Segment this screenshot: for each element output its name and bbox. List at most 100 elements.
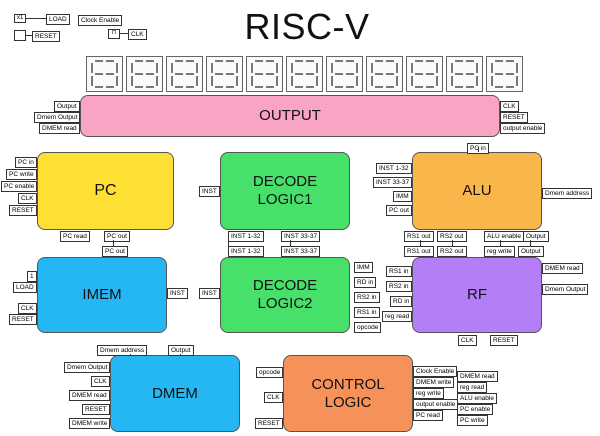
seven-segment-digit (86, 56, 123, 92)
pc-block-title: PC (94, 182, 117, 199)
decode2-port-r1: RD in (354, 277, 377, 288)
rf-port-l3: reg read (382, 311, 413, 322)
wire (478, 147, 479, 152)
alu-port-dmem-address: Dmem address (542, 188, 593, 199)
clock-enable-label: Clock Enable (78, 15, 123, 26)
pc-port-4: RESET (9, 205, 37, 216)
output-port-0: Output (54, 101, 80, 112)
output-block-title: OUTPUT (259, 107, 321, 124)
wire (120, 33, 128, 34)
rf-port-dmem-output: Dmem Output (542, 284, 589, 295)
imem-block-title: IMEM (82, 286, 122, 303)
output-port-1: Dmem Output (34, 112, 81, 123)
control-port-o1: reg read (457, 382, 488, 393)
control-port-o4: PC write (457, 415, 488, 426)
rf-port-l1: RS2 in (386, 281, 412, 292)
alu-block-title: ALU (462, 182, 492, 199)
control-port-r4: PC read (413, 410, 443, 421)
alu-port-rs1: RS1 out (404, 231, 434, 242)
control-port-r3: output enable (413, 399, 459, 410)
imem-port-2: CLK (18, 303, 37, 314)
seven-segment-digit (446, 56, 483, 92)
pc-port-0: PC in (15, 157, 37, 168)
control-port-o2: ALU enable (457, 393, 497, 404)
dmem-port-l0: Dmem Output (64, 362, 111, 373)
dmem-block-title: DMEM (152, 384, 198, 402)
rf-port-clk: CLK (458, 335, 477, 346)
rf-port-reset: RESET (490, 335, 518, 346)
load-pin-label: LOAD (46, 14, 70, 25)
output-port-r0: CLK (500, 101, 519, 112)
control-port-o0: DMEM read (457, 371, 498, 382)
rf-port-rs2: RS2 out (437, 246, 467, 257)
imem-port-inst: INST (167, 288, 188, 299)
control-port-opcode: opcode (256, 367, 284, 378)
dmem-port-address: Dmem address (97, 345, 148, 356)
alu-port-pcin: PC in (467, 143, 489, 154)
alu-port-1: INST 33-37 (373, 177, 413, 188)
alu-port-2: IMM (393, 191, 412, 202)
wire (452, 240, 453, 246)
wire (290, 240, 291, 246)
rf-block-title: RF (467, 286, 487, 303)
alu-port-0: INST 1-32 (376, 163, 412, 174)
seven-segment-digit (406, 56, 443, 92)
decode2-port-inst: INST (199, 288, 220, 299)
alu-port-3: PC out (386, 205, 412, 216)
decode2-port-r3: RS1 in (354, 307, 380, 318)
control-port-r0: Clock Enable (413, 366, 458, 377)
page-title: RISC-V (244, 6, 370, 47)
wire (500, 240, 501, 246)
output-port-r1: RESET (500, 112, 528, 123)
wire (26, 18, 46, 19)
wire (180, 354, 181, 355)
dmem-port-l1: CLK (91, 376, 110, 387)
dmem-port-output: Output (168, 345, 194, 356)
seven-segment-digit (286, 56, 323, 92)
rf-port-rs1: RS1 out (404, 246, 434, 257)
wire (130, 354, 131, 355)
seven-segment-digit (246, 56, 283, 92)
pc-port-2: PC enable (1, 181, 38, 192)
seven-segment-digit (166, 56, 203, 92)
dmem-port-l4: DMEM write (69, 418, 111, 429)
wire (228, 240, 229, 246)
imem-port-3: RESET (9, 314, 37, 325)
rf-block: RF (412, 257, 542, 333)
decode1-port-inst1: INST 1-32 (228, 231, 264, 242)
seven-segment-display-bank (84, 52, 524, 96)
seven-segment-digit (126, 56, 163, 92)
decode2-port-inst1: INST 1-32 (228, 246, 264, 257)
decode2-port-r0: IMM (354, 262, 373, 273)
alu-block: ALU (412, 152, 542, 230)
clock-icon[interactable]: ⊓ (108, 29, 120, 39)
seven-segment-digit (366, 56, 403, 92)
reset-pin-label: RESET (32, 31, 60, 42)
decode1-port-inst2: INST 33-37 (281, 231, 321, 242)
wire (420, 240, 421, 246)
decode2-port-r4: opcode (354, 322, 382, 333)
seven-segment-digit (206, 56, 243, 92)
output-block: OUTPUT (80, 95, 500, 137)
imem-port-0: 1 (27, 271, 37, 282)
decode1-port-inst: INST (199, 186, 220, 197)
input-pin[interactable]: x1 (14, 14, 26, 23)
wire (26, 35, 32, 36)
control-port-clk: CLK (264, 392, 283, 403)
decode2-port-inst2: INST 33-37 (281, 246, 321, 257)
wire (113, 240, 114, 246)
decode2-port-r2: RS2 in (354, 292, 380, 303)
imem-port-pc-out: PC out (102, 246, 128, 257)
dmem-block: DMEM (110, 355, 240, 432)
clk-label: CLK (128, 29, 147, 40)
rf-port-dmem-read: DMEM read (542, 263, 583, 274)
imem-block: IMEM (37, 257, 167, 333)
reset-button[interactable] (14, 30, 26, 41)
pc-port-read: PC read (60, 231, 90, 242)
pc-port-1: PC write (6, 169, 37, 180)
imem-port-1: LOAD (13, 282, 37, 293)
